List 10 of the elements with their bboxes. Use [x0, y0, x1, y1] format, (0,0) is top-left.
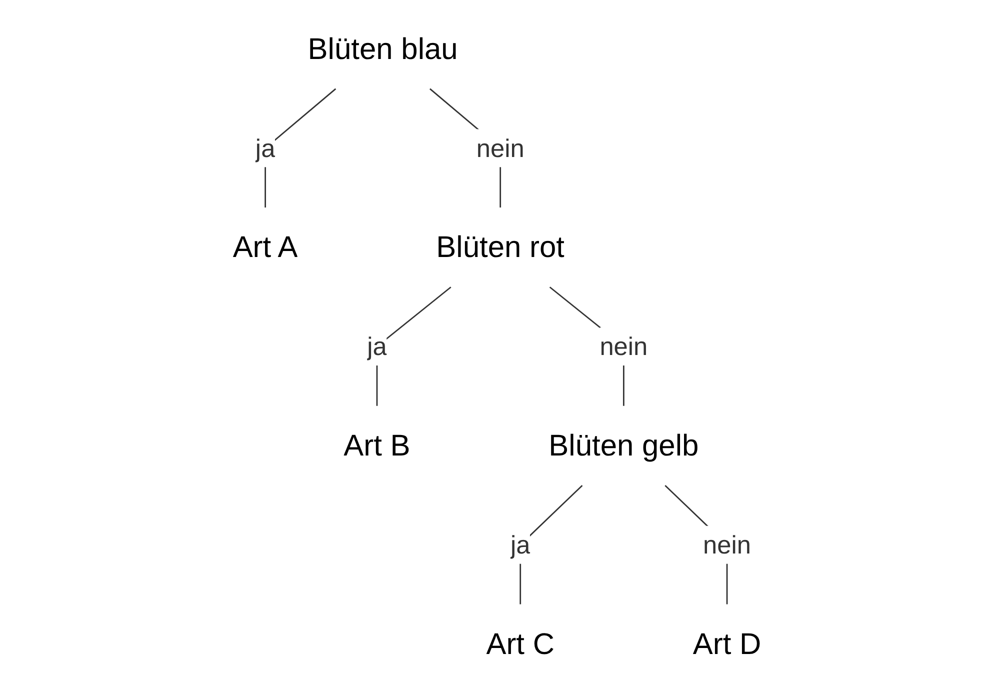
edge-label: nein [476, 129, 524, 168]
node-label: Art C [486, 626, 554, 661]
edge-label: nein [703, 526, 751, 564]
edge-label: nein [600, 327, 648, 366]
node-label: Art A [232, 229, 298, 264]
node-label: Blüten rot [436, 229, 564, 264]
node-label: Blüten blau [308, 31, 458, 66]
node-label: Art B [344, 428, 410, 462]
node-label: Art D [692, 626, 762, 661]
node-label: Blüten gelb [548, 428, 699, 462]
